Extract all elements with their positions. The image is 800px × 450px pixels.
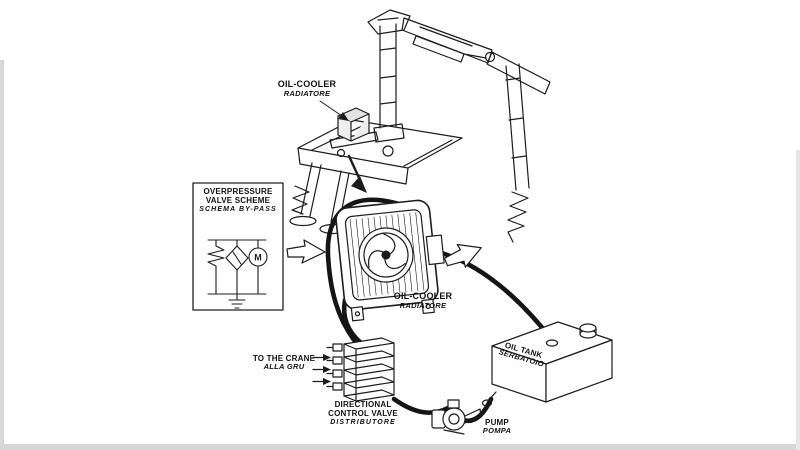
outrigger-foot-pad [289,215,317,227]
oil-cooler-top-label: OIL-COOLER RADIATORE [270,79,344,98]
flow-arrow-cooler-out [443,243,482,268]
scan-edges [0,60,800,450]
relief-spring-symbol [207,245,225,267]
tank-suction-flange [481,399,493,407]
overpressure-line2: VALVE SCHEME [205,196,271,206]
tank-filler-cap [579,323,597,333]
boom-joint-pin [484,51,496,63]
oil-cooler-top-title: OIL-COOLER [277,79,337,89]
pump-body [442,407,466,431]
to-the-crane-title: TO THE CRANE [252,354,316,363]
overpressure-scheme-label: OVERPRESSURE VALVE SCHEME SCHEMA BY-PASS [195,187,281,214]
directional-control-valve-drawing [326,337,395,402]
pump-drawing [431,399,482,435]
tank-inlet-fitting [545,339,559,347]
hose-cooler-to-valve-b [341,297,364,346]
oil-cooler-drawing [335,199,445,322]
crane-drawing [289,9,551,243]
directional-line1: DIRECTIONAL [334,400,392,409]
oil-cooler-main-label: OIL-COOLER RADIATORE [386,291,460,310]
hose-cooler-to-valve-a [325,197,405,343]
to-the-crane-subtitle: ALLA GRU [263,362,305,372]
oil-tank-drawing [481,321,613,407]
directional-control-valve-label: DIRECTIONAL CONTROL VALVE DISTRIBUTORE [318,400,408,427]
motor-symbol [248,247,268,267]
extension-coil-spring [507,191,529,243]
oil-cooler-main-subtitle: RADIATORE [399,300,447,310]
tank-symbol [228,293,246,309]
pump-label: PUMP POMPA [472,418,522,436]
to-the-crane-label: TO THE CRANE ALLA GRU [246,354,322,372]
flow-arrow-scheme-to-cooler [286,239,326,264]
oil-cooler-top-leader-arrow [319,100,349,121]
valve-port-fittings [326,343,343,391]
motor-letter: M [254,253,262,263]
overpressure-line3: SCHEMA BY-PASS [199,205,277,213]
directional-line2: CONTROL VALVE [328,409,398,419]
hose-pump-to-tank [460,396,494,424]
oil-cooler-top-subtitle: RADIATORE [283,88,331,98]
tank-right-face [545,339,613,403]
to-the-crane-arrows [312,354,331,385]
directional-line3: DISTRIBUTORE [330,418,396,426]
cooler-motor-block [425,234,445,266]
pump-title: PUMP [485,418,509,427]
fan-hub [381,250,391,260]
pump-subtitle: POMPA [482,426,512,436]
overpressure-scheme-box: M [192,182,284,311]
crane-to-cooler-arrow [347,154,367,193]
oil-cooler-main-title: OIL-COOLER [393,291,453,301]
check-valve-symbol [225,245,249,271]
bypass-circuit [207,239,268,309]
leg-coil-spring [291,185,310,215]
overpressure-line1: OVERPRESSURE [203,187,273,196]
